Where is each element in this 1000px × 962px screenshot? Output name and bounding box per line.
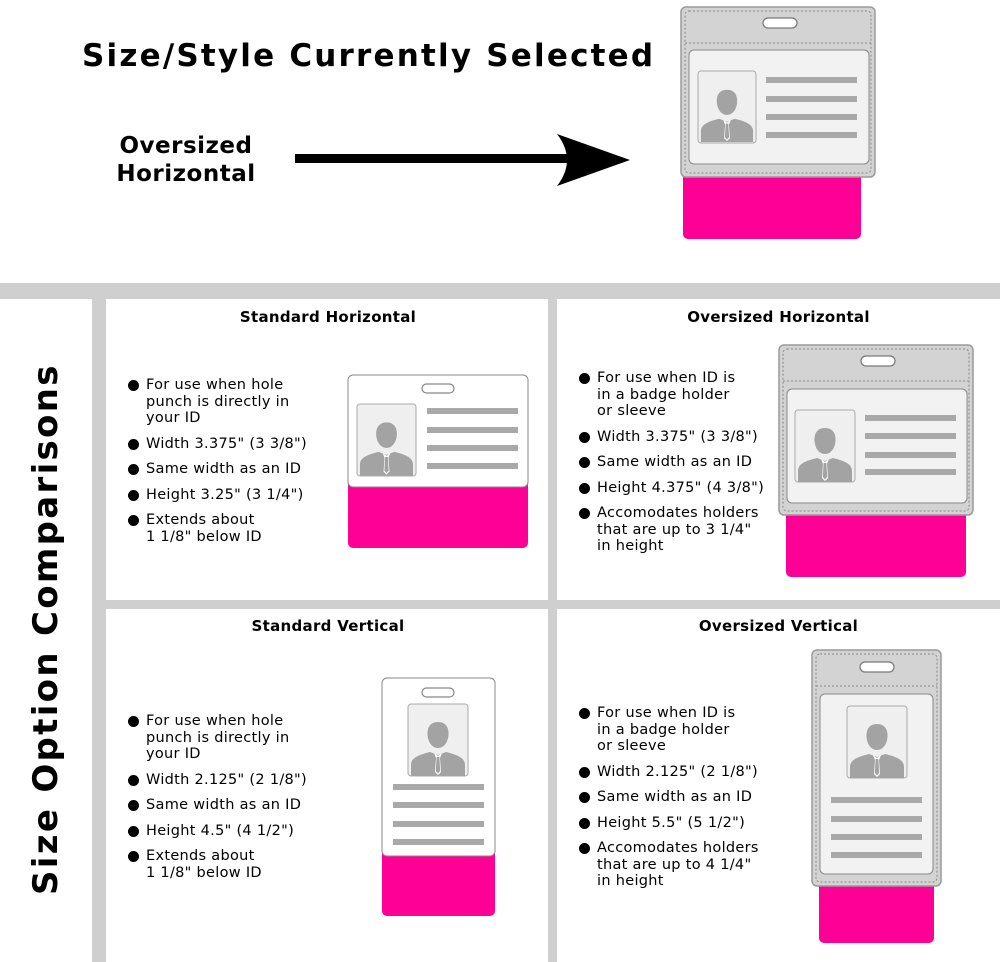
feature-item: For use when hole punch is directly in y… xyxy=(126,377,307,427)
standard-vertical-illustration xyxy=(381,677,496,916)
magenta-extension xyxy=(683,165,861,239)
feature-item: Height 4.375" (4 3/8") xyxy=(577,480,764,497)
option-title-oversized-horizontal: Oversized Horizontal xyxy=(687,308,870,326)
standard-horizontal-illustration xyxy=(347,374,529,548)
selected-option-line2: Horizontal xyxy=(116,161,256,187)
badge-reel-holder-icon xyxy=(811,649,942,943)
feature-item: Accomodates holders that are up to 4 1/4… xyxy=(577,840,759,890)
grid-divider-horizontal xyxy=(92,600,1000,609)
feature-item: For use when ID is in a badge holder or … xyxy=(577,370,764,420)
option-title-oversized-vertical: Oversized Vertical xyxy=(698,617,859,635)
feature-item: Width 3.375" (3 3/8") xyxy=(126,436,307,453)
feature-item: Height 5.5" (5 1/2") xyxy=(577,815,759,832)
grid-divider-left xyxy=(92,283,106,962)
magenta-extension xyxy=(819,873,934,943)
feature-item: Same width as an ID xyxy=(577,789,759,806)
grid-divider-middle xyxy=(548,283,557,962)
badge-reel-holder-icon xyxy=(680,6,876,239)
oversized-horizontal-illustration xyxy=(778,344,974,577)
feature-item: Width 2.125" (2 1/8") xyxy=(577,764,759,781)
feature-item: Extends about 1 1/8" below ID xyxy=(126,848,307,881)
magenta-extension xyxy=(382,846,495,916)
feature-item: Width 3.375" (3 3/8") xyxy=(577,429,764,446)
feature-item: Height 3.25" (3 1/4") xyxy=(126,487,307,504)
option-title-standard-horizontal: Standard Horizontal xyxy=(239,308,417,326)
id-card-icon xyxy=(381,677,496,857)
oversized-vertical-illustration xyxy=(811,649,942,943)
id-card-icon xyxy=(786,388,968,504)
feature-list-standard-horizontal: For use when hole punch is directly in y… xyxy=(126,377,307,554)
selected-option-line1: Oversized xyxy=(119,133,253,159)
grid-divider-top xyxy=(0,283,1000,299)
badge-reel-holder-icon xyxy=(778,344,974,577)
feature-item: Width 2.125" (2 1/8") xyxy=(126,772,307,789)
feature-item: Accomodates holders that are up to 3 1/4… xyxy=(577,505,764,555)
side-title: Size Option Comparisons xyxy=(26,363,66,895)
arrow-right-icon xyxy=(295,134,630,186)
feature-item: Extends about 1 1/8" below ID xyxy=(126,512,307,545)
page-title: Size/Style Currently Selected xyxy=(82,38,656,74)
magenta-extension xyxy=(786,503,966,577)
id-card-icon xyxy=(819,693,934,875)
option-title-standard-vertical: Standard Vertical xyxy=(251,617,405,635)
id-card-icon xyxy=(347,374,529,488)
selected-badge-illustration xyxy=(680,6,876,239)
feature-item: Same width as an ID xyxy=(577,454,764,471)
feature-item: Same width as an ID xyxy=(126,797,307,814)
selected-option-label: Oversized Horizontal xyxy=(100,132,272,188)
feature-item: For use when hole punch is directly in y… xyxy=(126,713,307,763)
feature-item: Height 4.5" (4 1/2") xyxy=(126,823,307,840)
feature-item: Same width as an ID xyxy=(126,461,307,478)
feature-list-standard-vertical: For use when hole punch is directly in y… xyxy=(126,713,307,890)
feature-list-oversized-vertical: For use when ID is in a badge holder or … xyxy=(577,705,759,899)
id-card-icon xyxy=(688,49,870,165)
feature-item: For use when ID is in a badge holder or … xyxy=(577,705,759,755)
feature-list-oversized-horizontal: For use when ID is in a badge holder or … xyxy=(577,370,764,564)
magenta-extension xyxy=(348,476,528,548)
